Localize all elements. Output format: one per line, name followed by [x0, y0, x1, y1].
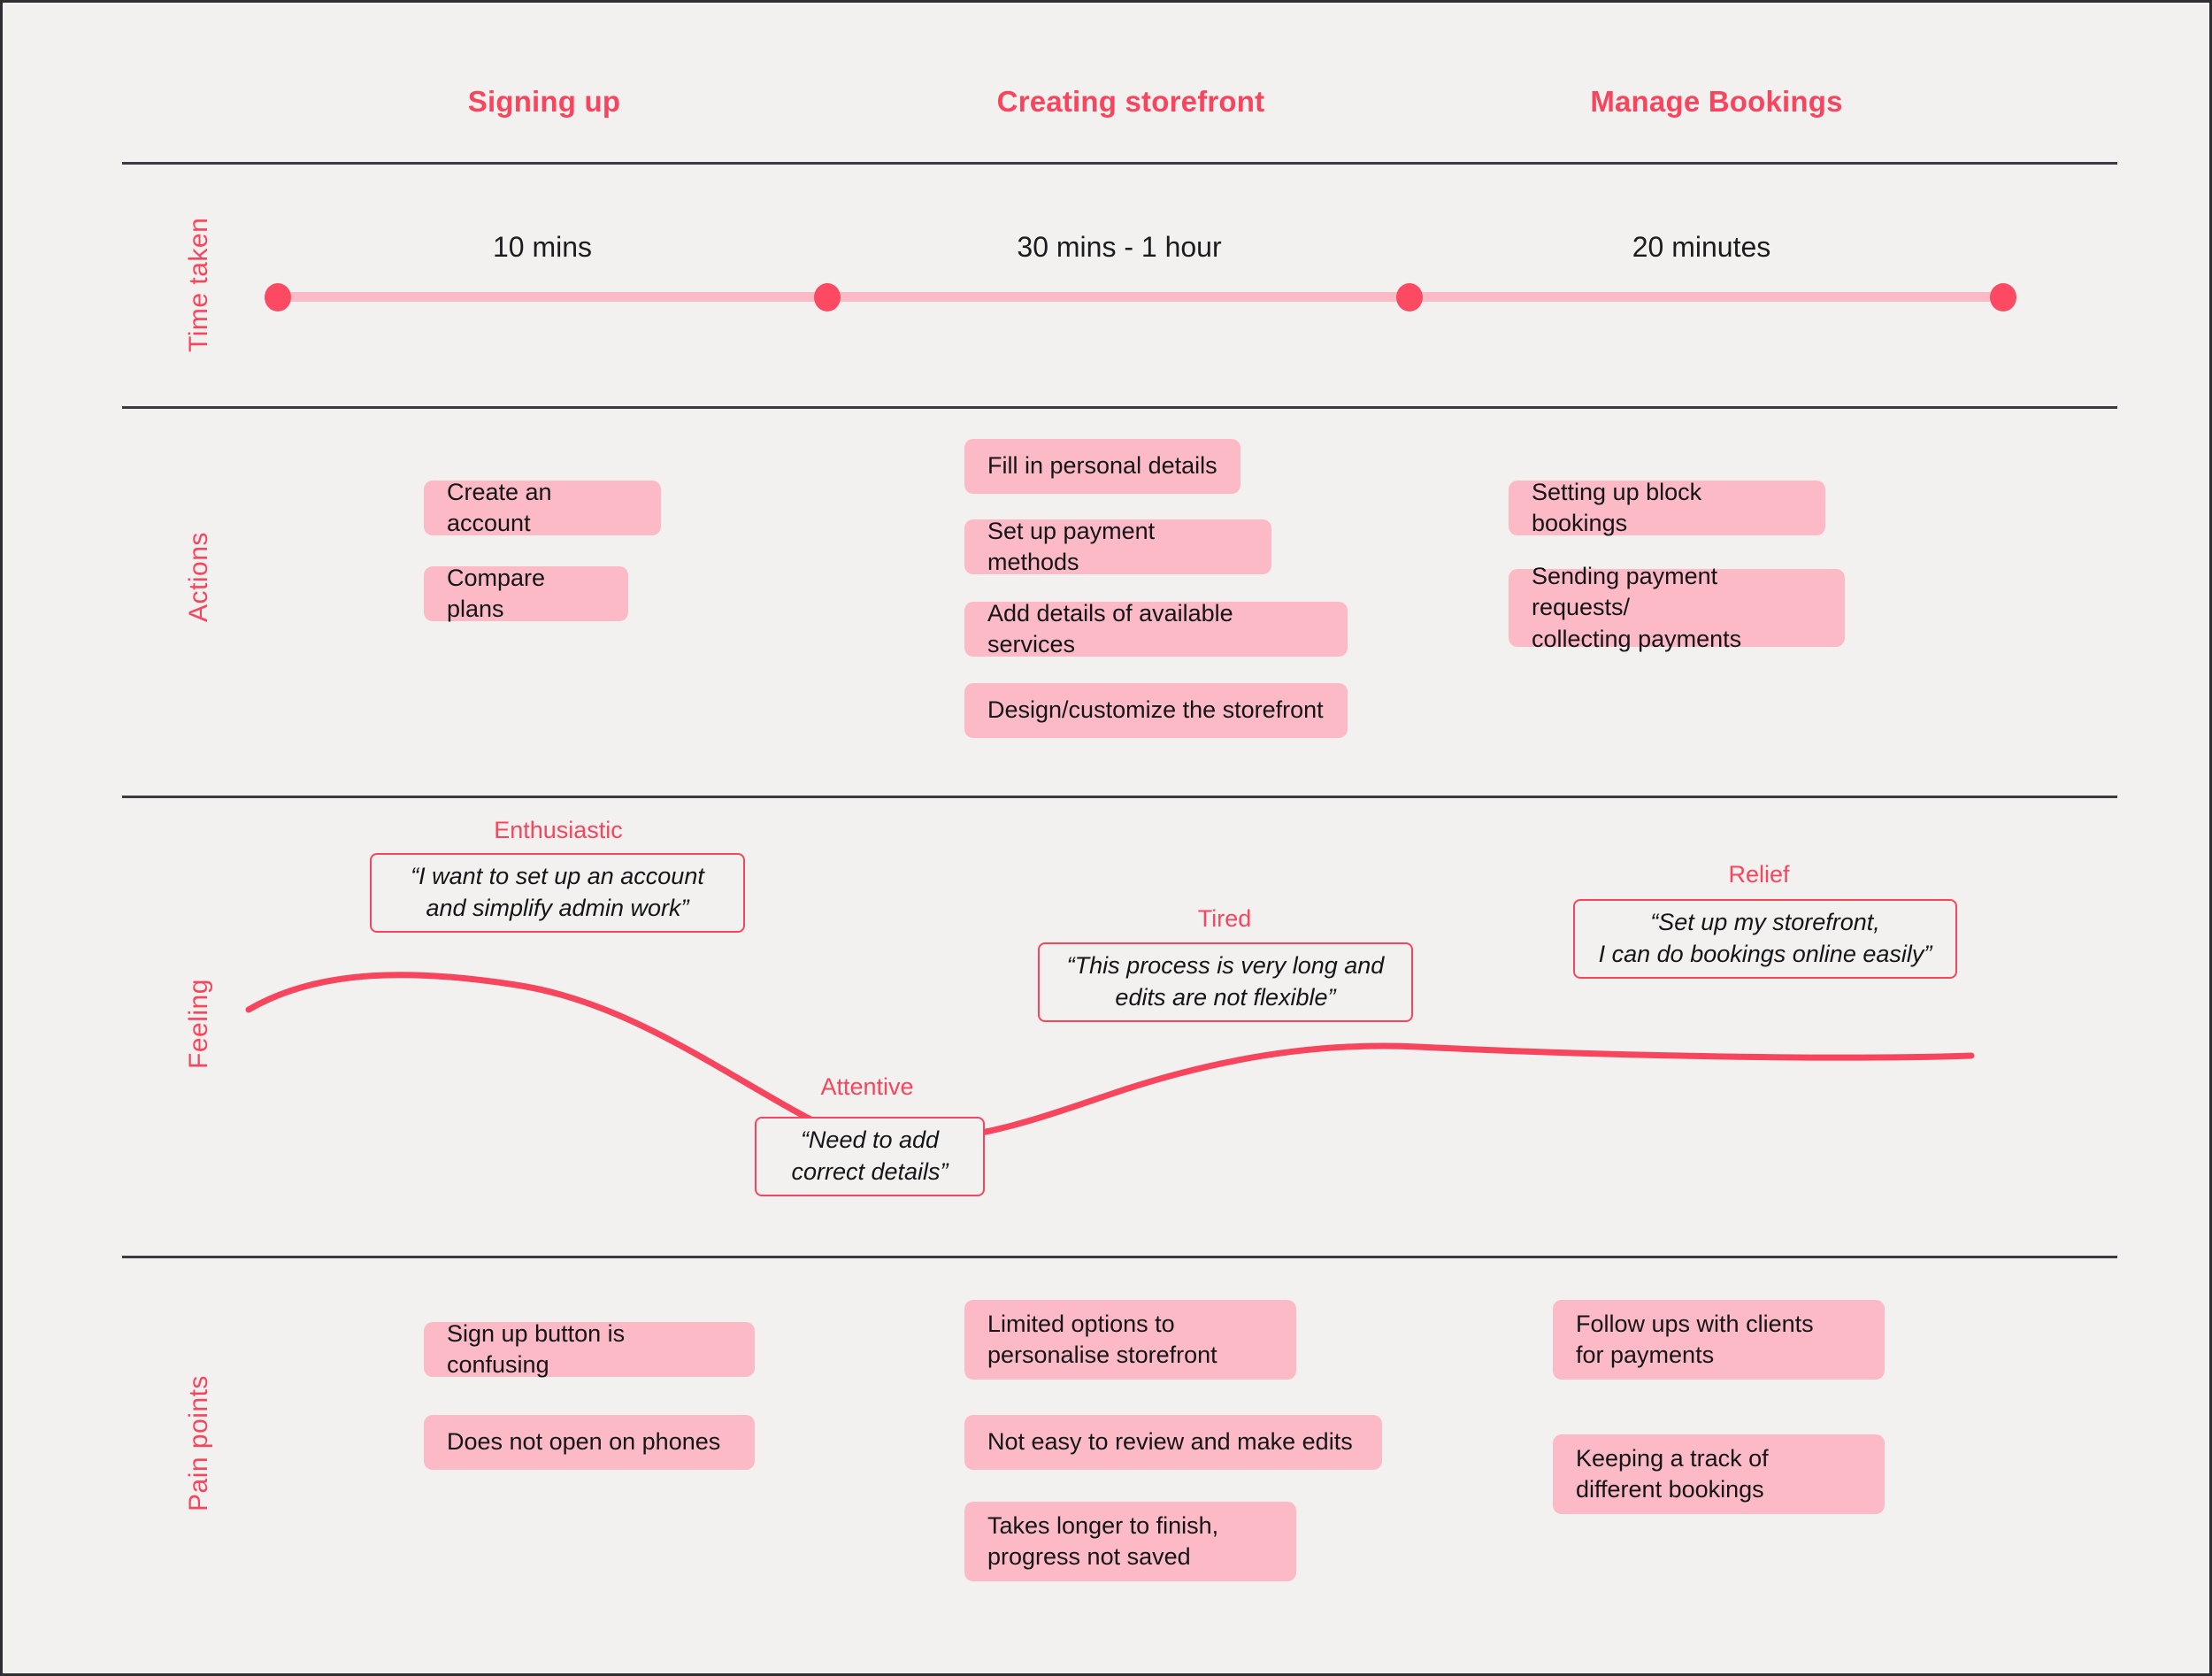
action-card[interactable]: Create an account — [424, 479, 661, 536]
divider-top — [122, 162, 2117, 165]
pain-point-card[interactable]: Sign up button is confusing — [424, 1320, 755, 1378]
action-card[interactable]: Compare plans — [424, 565, 628, 622]
stage-header-creating-storefront: Creating storefront — [996, 85, 1265, 118]
timeline-milestone-dot-2[interactable] — [814, 283, 841, 311]
pain-point-card[interactable]: Takes longer to finish, progress not sav… — [964, 1502, 1296, 1581]
emotion-label-relief: Relief — [1728, 861, 1790, 888]
emotion-label-attentive: Attentive — [820, 1073, 914, 1100]
time-label-creating-storefront: 30 mins - 1 hour — [1017, 231, 1222, 263]
divider-actions-feeling — [122, 796, 2117, 798]
timeline-milestone-dot-3[interactable] — [1396, 283, 1423, 311]
row-label-time-taken: Time taken — [184, 217, 213, 352]
action-card[interactable]: Sending payment requests/ collecting pay… — [1509, 563, 1845, 652]
emotion-label-tired: Tired — [1197, 905, 1252, 932]
divider-feeling-pain — [122, 1256, 2117, 1258]
feeling-quote-box[interactable]: “I want to set up an account and simplif… — [370, 853, 745, 933]
action-card[interactable]: Setting up block bookings — [1509, 479, 1825, 536]
pain-point-card[interactable]: Does not open on phones — [424, 1415, 755, 1470]
pain-point-card[interactable]: Follow ups with clients for payments — [1553, 1300, 1885, 1380]
time-label-signing-up: 10 mins — [492, 231, 593, 263]
pain-point-card[interactable]: Not easy to review and make edits — [964, 1415, 1382, 1470]
pain-point-card[interactable]: Keeping a track of different bookings — [1553, 1434, 1885, 1514]
stage-header-signing-up: Signing up — [467, 85, 621, 118]
feeling-quote-box[interactable]: “Need to add correct details” — [755, 1117, 985, 1196]
action-card[interactable]: Design/customize the storefront — [964, 683, 1348, 738]
pain-point-card[interactable]: Limited options to personalise storefron… — [964, 1300, 1296, 1380]
row-label-actions: Actions — [184, 532, 213, 622]
timeline-milestone-dot-1[interactable] — [265, 283, 291, 311]
action-card[interactable]: Add details of available services — [964, 600, 1348, 657]
row-label-pain-points: Pain points — [184, 1375, 213, 1511]
action-card[interactable]: Fill in personal details — [964, 439, 1240, 494]
feeling-quote-box[interactable]: “Set up my storefront, I can do bookings… — [1573, 899, 1957, 979]
divider-time-actions — [122, 406, 2117, 409]
timeline-track — [278, 292, 2003, 302]
row-label-feeling: Feeling — [184, 979, 213, 1069]
time-label-manage-bookings: 20 minutes — [1632, 231, 1771, 263]
emotion-label-enthusiastic: Enthusiastic — [494, 817, 623, 843]
stage-header-manage-bookings: Manage Bookings — [1590, 85, 1843, 118]
feeling-quote-box[interactable]: “This process is very long and edits are… — [1038, 942, 1413, 1022]
action-card[interactable]: Set up payment methods — [964, 518, 1271, 575]
timeline-milestone-dot-4[interactable] — [1990, 283, 2016, 311]
